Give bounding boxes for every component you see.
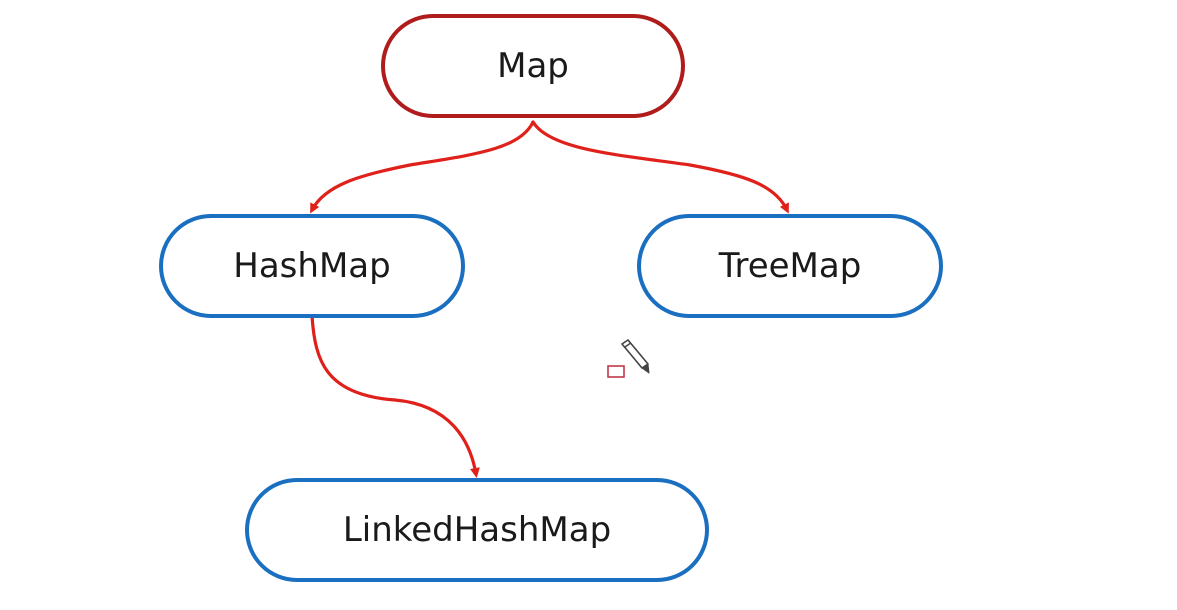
node-treemap-box	[637, 214, 943, 318]
edge-map-to-hashmap	[310, 120, 535, 214]
pencil-tip	[641, 363, 650, 374]
node-hashmap-box	[159, 214, 465, 318]
node-map-label: Map	[497, 46, 569, 86]
edge-hashmap-to-linkedhashmap	[310, 314, 480, 478]
node-map-box	[381, 14, 685, 118]
node-linkedhashmap: LinkedHashMap	[245, 478, 709, 582]
node-treemap-label: TreeMap	[718, 246, 862, 286]
pencil-band	[624, 342, 631, 348]
node-hashmap-label: HashMap	[233, 246, 390, 286]
node-linkedhashmap-label: LinkedHashMap	[343, 510, 611, 550]
pencil-marker	[607, 365, 625, 378]
node-treemap: TreeMap	[637, 214, 943, 318]
node-hashmap: HashMap	[159, 214, 465, 318]
pencil-cursor-icon	[607, 339, 650, 378]
node-map: Map	[381, 14, 685, 118]
pencil-body	[621, 339, 649, 369]
node-linkedhashmap-box	[245, 478, 709, 582]
edge-map-to-treemap	[531, 120, 789, 214]
